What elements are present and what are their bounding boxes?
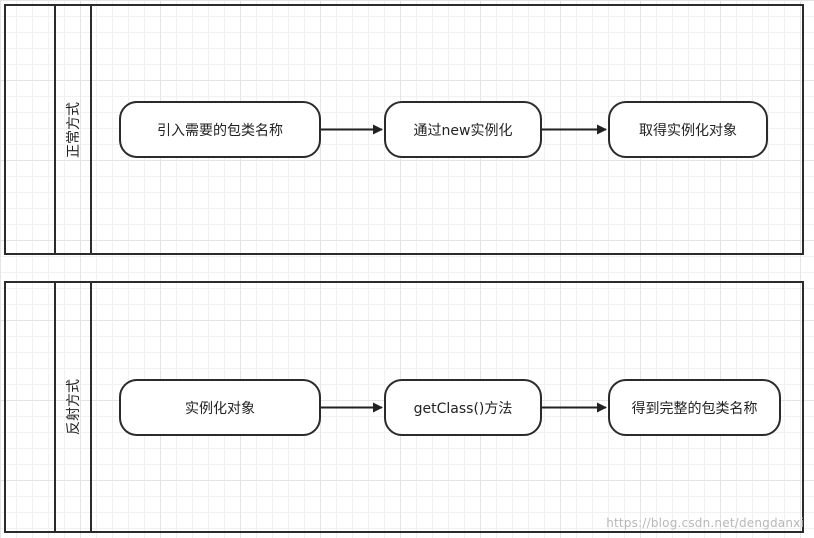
lane-title-column: 反射方式 [54, 283, 92, 531]
node-full-package-class-name[interactable]: 得到完整的包类名称 [608, 379, 781, 436]
node-instance-object[interactable]: 实例化对象 [119, 379, 321, 436]
lane-reflection: 反射方式 [4, 281, 804, 533]
watermark: https://blog.csdn.net/dengdanxi [606, 516, 804, 530]
lane-title-column: 正常方式 [54, 6, 92, 253]
node-getclass-method[interactable]: getClass()方法 [384, 379, 542, 436]
node-get-instance-object[interactable]: 取得实例化对象 [608, 101, 768, 158]
node-instantiate-with-new[interactable]: 通过new实例化 [384, 101, 542, 158]
lane-normal: 正常方式 [4, 4, 804, 255]
node-import-package-class-name[interactable]: 引入需要的包类名称 [119, 101, 321, 158]
